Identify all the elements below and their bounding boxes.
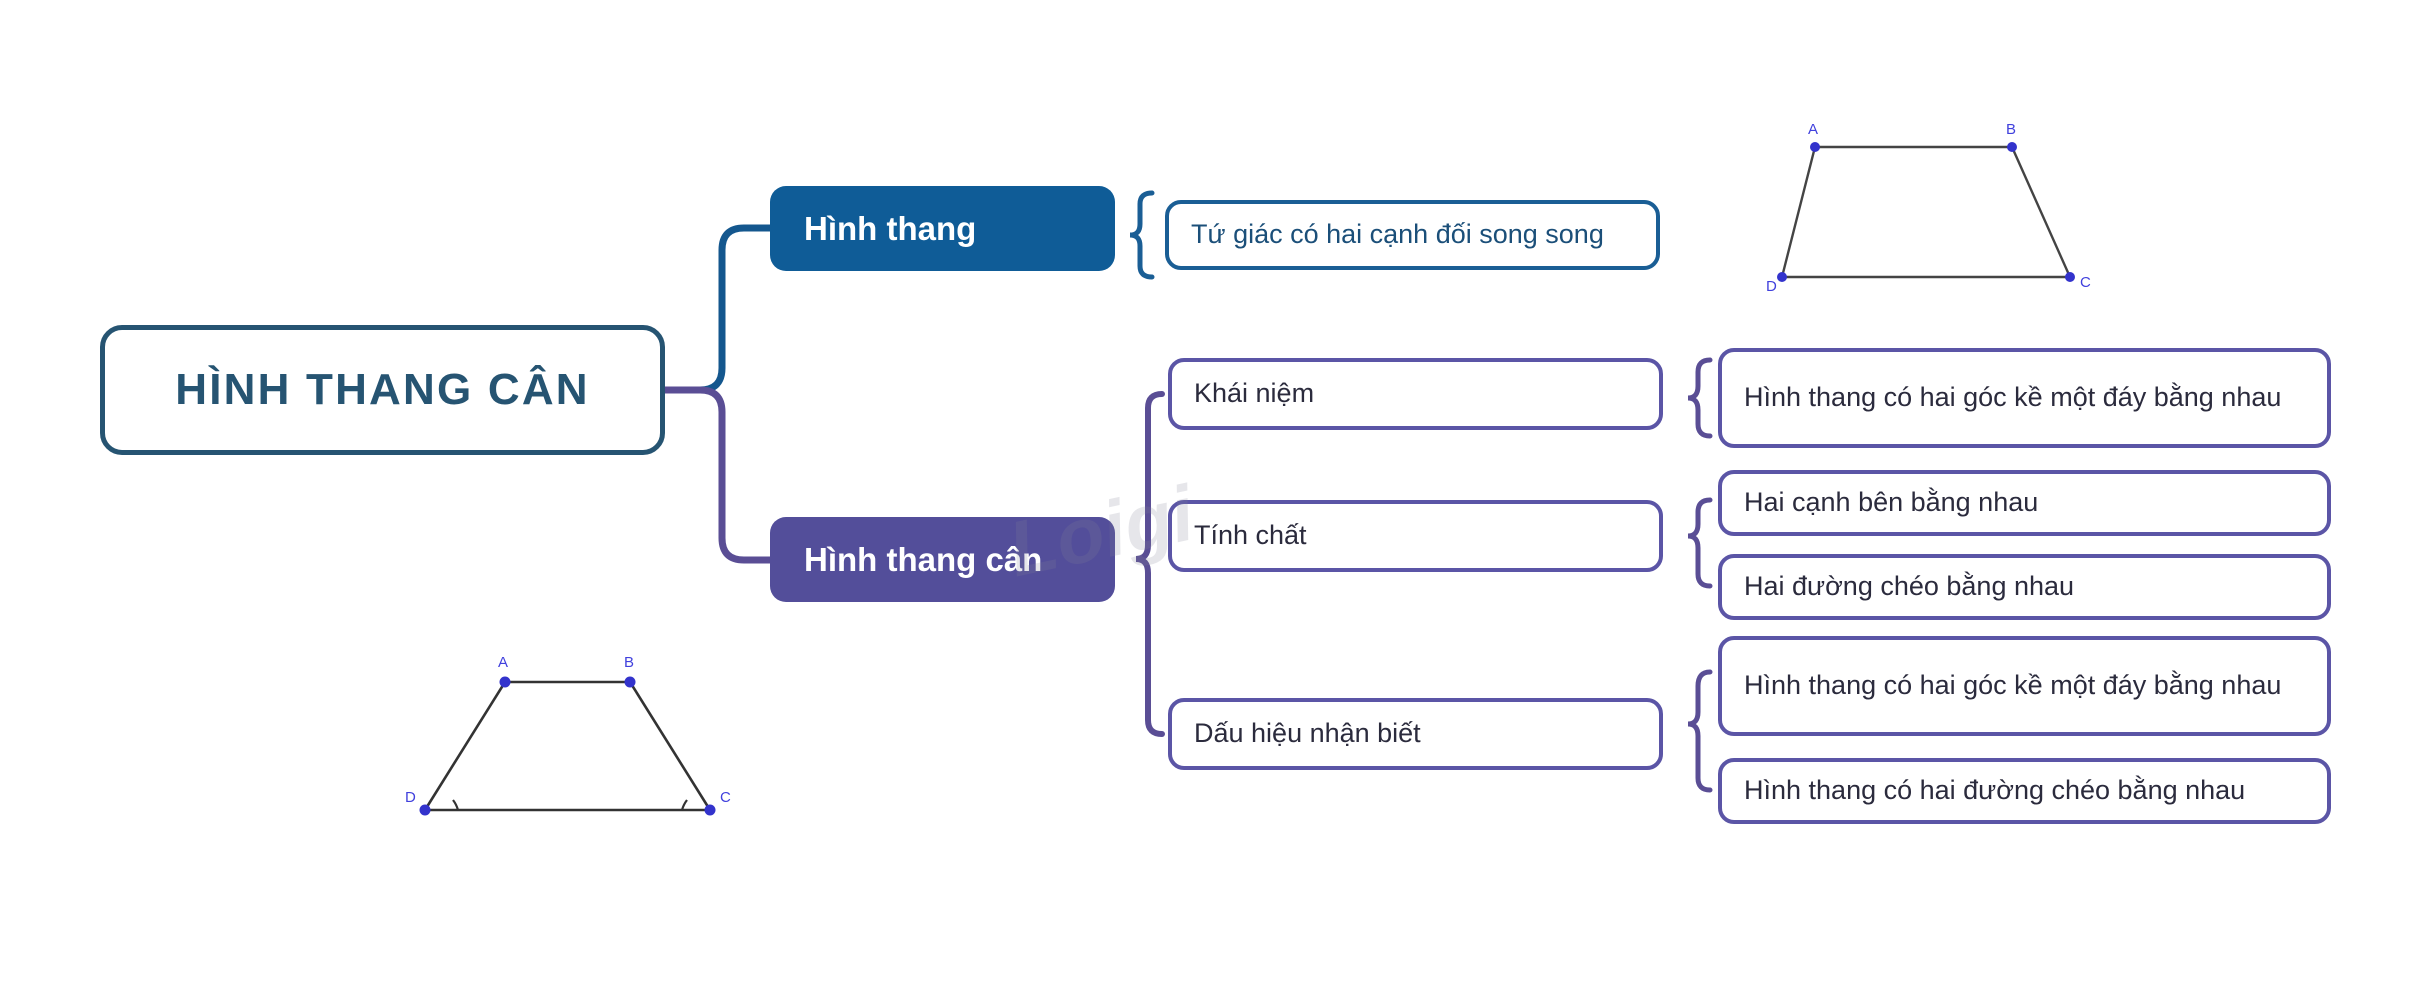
detail-box-dau-hieu-1[interactable]: Hình thang có hai góc kề một đáy bằng nh… [1718,636,2331,736]
detail-box-tu-giac[interactable]: Tứ giác có hai cạnh đối song song [1165,200,1660,270]
vertex-label-c: C [720,789,731,806]
vertex-d-dot [419,804,431,816]
angle-mark-c [680,799,688,811]
vertex-label-c: C [2080,274,2091,291]
vertex-b-dot [624,676,636,688]
branch-node-hinh-thang-label: Hình thang [804,209,977,247]
detail-box-tinh-chat-1-label: Hai cạnh bên bằng nhau [1744,487,2039,518]
vertex-a-dot [1810,142,1820,152]
vertex-b-dot [2007,142,2017,152]
subtopic-box-dau-hieu[interactable]: Dấu hiệu nhận biết [1168,698,1663,770]
vertex-c-dot [2065,272,2075,282]
brace-khai-niem [1687,357,1713,439]
isosceles-trapezoid-outline [422,680,713,812]
branch-node-hinh-thang-can-label: Hình thang cân [804,540,1043,578]
detail-box-dau-hieu-2-label: Hình thang có hai đường chéo bằng nhau [1744,775,2246,806]
detail-box-tinh-chat-2-label: Hai đường chéo bằng nhau [1744,571,2075,602]
vertex-label-a: A [1808,121,1818,138]
detail-box-dau-hieu-2[interactable]: Hình thang có hai đường chéo bằng nhau [1718,758,2331,824]
brace-hinh-thang [1129,190,1155,280]
detail-box-tu-giac-label: Tứ giác có hai cạnh đối song song [1191,219,1604,250]
vertex-d-dot [1777,272,1787,282]
trapezoid-outline [1780,145,2072,279]
detail-box-tinh-chat-1[interactable]: Hai cạnh bên bằng nhau [1718,470,2331,536]
detail-box-khai-niem-1[interactable]: Hình thang có hai góc kề một đáy bằng nh… [1718,348,2331,448]
detail-box-dau-hieu-1-label: Hình thang có hai góc kề một đáy bằng nh… [1744,670,2282,701]
vertex-label-a: A [498,654,508,671]
angle-mark-d [452,799,460,811]
trapezoid-figure-bottom: A B C D [405,654,731,816]
detail-box-khai-niem-1-label: Hình thang có hai góc kề một đáy bằng nh… [1744,382,2282,413]
root-node-label: HÌNH THANG CÂN [175,365,590,414]
vertex-a-dot [499,676,511,688]
brace-hinh-thang-can [1135,391,1165,737]
subtopic-box-khai-niem[interactable]: Khái niệm [1168,358,1663,430]
vertex-label-d: D [405,789,416,806]
vertex-c-dot [704,804,716,816]
branch-node-hinh-thang[interactable]: Hình thang [770,186,1115,271]
branch-node-hinh-thang-can[interactable]: Hình thang cân [770,517,1115,602]
subtopic-box-dau-hieu-label: Dấu hiệu nhận biết [1194,718,1421,749]
connector-root-to-hinh-thang [661,224,774,394]
connector-root-to-hinh-thang-can [661,386,774,564]
brace-tinh-chat [1687,497,1713,589]
subtopic-box-khai-niem-label: Khái niệm [1194,378,1315,409]
vertex-label-b: B [624,654,634,671]
subtopic-box-tinh-chat-label: Tính chất [1194,520,1307,551]
root-node[interactable]: HÌNH THANG CÂN [100,325,665,455]
trapezoid-figure-top: A B C D [1766,121,2091,295]
brace-dau-hieu [1687,669,1713,793]
vertex-label-d: D [1766,278,1777,295]
subtopic-box-tinh-chat[interactable]: Tính chất [1168,500,1663,572]
detail-box-tinh-chat-2[interactable]: Hai đường chéo bằng nhau [1718,554,2331,620]
vertex-label-b: B [2006,121,2016,138]
